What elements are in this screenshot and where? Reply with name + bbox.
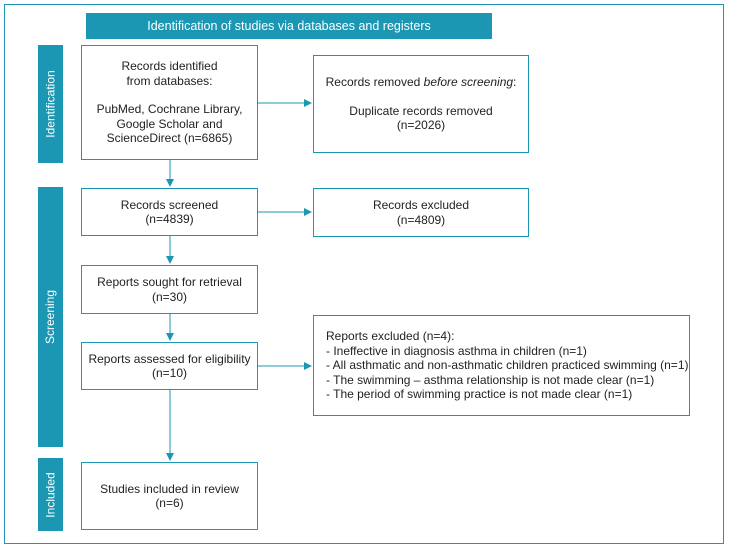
records-identified-line5: ScienceDirect (n=6865) <box>106 131 233 146</box>
studies-included-line1: Studies included in review <box>100 481 239 496</box>
reports-excluded-title: Reports excluded (n=4): <box>326 329 455 344</box>
studies-included-line2: (n=6) <box>155 496 184 510</box>
stage-screening: Screening <box>38 187 63 447</box>
reports-excluded-item: - All asthmatic and non-asthmatic childr… <box>326 358 689 373</box>
records-screened-line1: Records screened <box>120 197 219 212</box>
reports-excluded-item: - Ineffective in diagnosis asthma in chi… <box>326 343 587 358</box>
records-removed-line2: Duplicate records removed <box>349 103 493 118</box>
records-identified-line3: PubMed, Cochrane Library, <box>96 102 243 117</box>
header-banner: Identification of studies via databases … <box>86 13 492 39</box>
reports-assessed-box: Reports assessed for eligibility (n=10) <box>81 342 258 390</box>
reports-excluded-box: Reports excluded (n=4): - Ineffective in… <box>313 315 690 416</box>
records-identified-line4: Google Scholar and <box>116 116 223 131</box>
reports-assessed-line2: (n=10) <box>151 366 188 380</box>
studies-included-box: Studies included in review (n=6) <box>81 462 258 530</box>
diagram-frame <box>4 4 724 544</box>
records-excluded-line2: (n=4809) <box>396 212 446 227</box>
reports-sought-box: Reports sought for retrieval (n=30) <box>81 265 258 314</box>
stage-included: Included <box>38 458 63 531</box>
records-identified-line1: Records identified <box>121 59 218 74</box>
records-screened-line2: (n=4839) <box>145 212 194 226</box>
records-identified-box: Records identified from databases: PubMe… <box>81 45 258 160</box>
records-screened-box: Records screened (n=4839) <box>81 188 258 236</box>
reports-assessed-line1: Reports assessed for eligibility <box>88 351 251 366</box>
records-excluded-line1: Records excluded <box>372 198 470 212</box>
records-removed-line1: Records removed before screening: <box>326 75 517 90</box>
records-removed-line3: (n=2026) <box>396 118 446 133</box>
records-removed-emphasis: before screening <box>423 75 514 90</box>
reports-excluded-item: - The period of swimming practice is not… <box>326 387 633 402</box>
reports-sought-line1: Reports sought for retrieval <box>97 275 242 289</box>
reports-sought-line2: (n=30) <box>151 289 188 304</box>
reports-excluded-item: - The swimming – asthma relationship is … <box>326 372 655 387</box>
records-excluded-box: Records excluded (n=4809) <box>313 188 529 237</box>
stage-identification: Identification <box>38 45 63 163</box>
records-removed-box: Records removed before screening: Duplic… <box>313 55 529 153</box>
records-removed-prefix: Records removed <box>325 75 424 90</box>
records-identified-line2: from databases: <box>126 73 213 88</box>
records-removed-suffix: : <box>513 75 517 90</box>
